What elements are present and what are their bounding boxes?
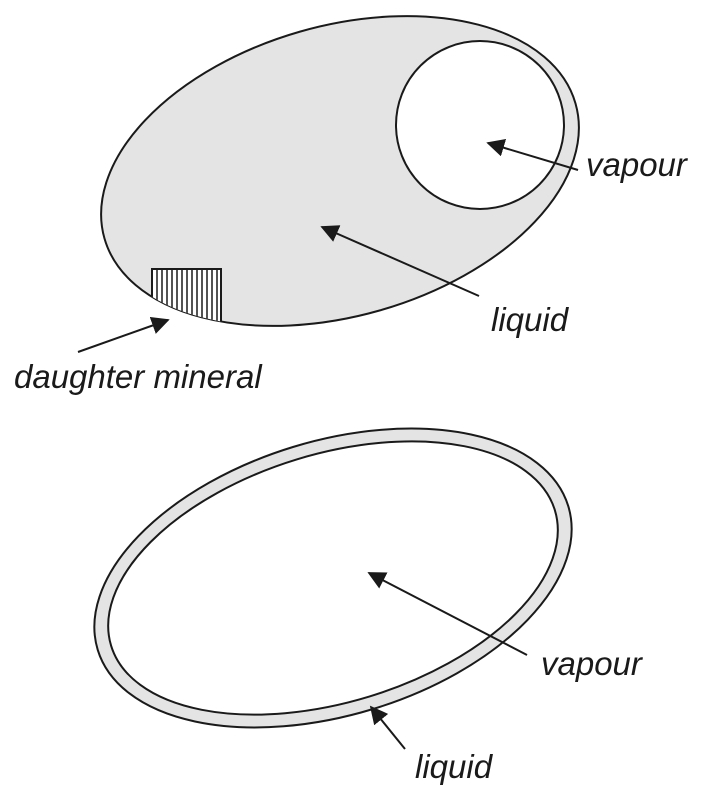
top-inclusion: vapour liquid daughter mineral bbox=[14, 0, 689, 395]
bottom-inclusion: vapour liquid bbox=[58, 375, 644, 785]
bottom-liquid-label: liquid bbox=[415, 748, 494, 785]
top-vapour-bubble bbox=[396, 41, 564, 209]
top-liquid-label: liquid bbox=[491, 301, 570, 338]
bottom-vapour-label: vapour bbox=[541, 645, 644, 682]
top-vapour-label: vapour bbox=[586, 146, 689, 183]
daughter-mineral-arrow bbox=[78, 320, 168, 352]
daughter-mineral-label: daughter mineral bbox=[14, 358, 263, 395]
bottom-liquid-arrow bbox=[371, 707, 405, 749]
